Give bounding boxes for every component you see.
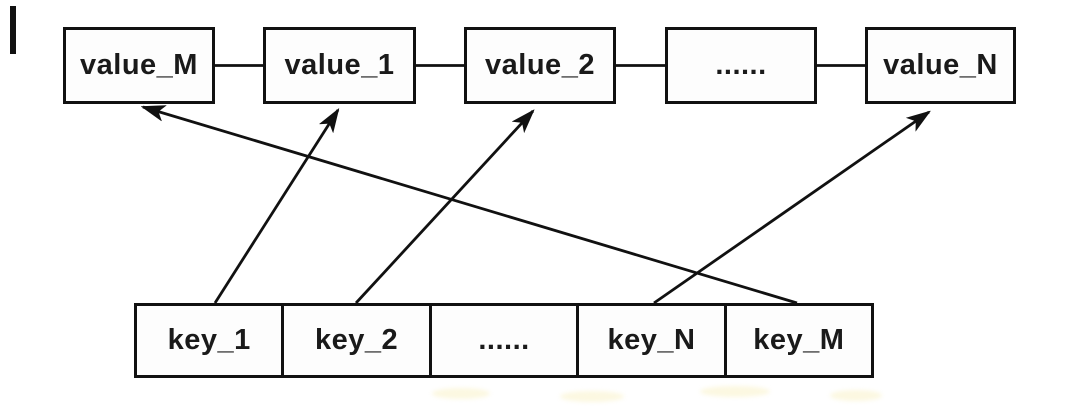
value-node-ellipsis: ...... [665, 27, 817, 104]
key-cell-ellipsis: ...... [432, 306, 580, 375]
value-node-label: value_2 [485, 49, 595, 81]
key-cell-label: key_M [753, 324, 845, 356]
value-node-m: value_M [63, 27, 215, 104]
watermark-smudge [700, 386, 770, 397]
key-cell-1: key_1 [137, 306, 285, 375]
stray-mark [10, 6, 16, 54]
value-node-label: value_N [883, 49, 998, 81]
watermark-smudge [830, 390, 882, 401]
key-array: key_1 key_2 ...... key_N key_M [134, 303, 874, 378]
watermark-smudge [432, 388, 490, 399]
key-cell-m: key_M [727, 306, 871, 375]
key-cell-2: key_2 [284, 306, 432, 375]
value-node-n: value_N [865, 27, 1016, 104]
arrow-keyM-to-valueM [143, 107, 798, 305]
ellipsis-label: ...... [478, 324, 530, 356]
watermark-smudge [560, 391, 624, 402]
key-cell-label: key_1 [167, 324, 251, 356]
arrow-key1-to-value1 [213, 110, 338, 304]
key-cell-label: key_2 [315, 324, 399, 356]
key-cell-n: key_N [579, 306, 727, 375]
arrow-key2-to-value2 [354, 111, 533, 304]
value-node-2: value_2 [464, 27, 616, 104]
value-node-1: value_1 [263, 27, 416, 104]
arrow-keyN-to-valueN [653, 112, 929, 305]
ellipsis-label: ...... [715, 49, 767, 81]
value-node-label: value_M [80, 49, 198, 81]
key-cell-label: key_N [607, 324, 696, 356]
value-node-label: value_1 [284, 49, 395, 81]
